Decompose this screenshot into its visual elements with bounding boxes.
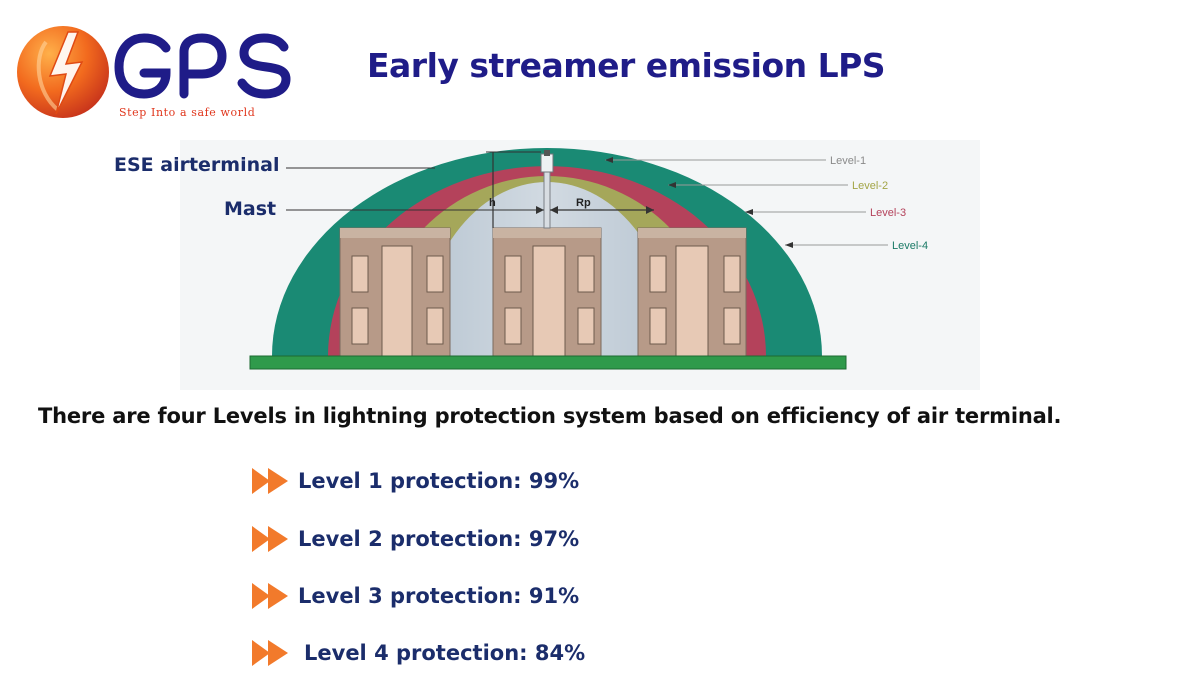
building-left xyxy=(339,227,451,357)
logo-tagline: Step Into a safe world xyxy=(119,106,256,119)
gps-logo: Step Into a safe world xyxy=(16,22,306,122)
level3-label: Level-3 xyxy=(870,207,906,219)
double-chevron-icon xyxy=(252,526,288,552)
ese-airterminal-label: ESE airterminal xyxy=(114,154,280,176)
ese-airterminal xyxy=(540,153,554,173)
level2-label: Level-2 xyxy=(852,180,888,192)
page-title: Early streamer emission LPS xyxy=(367,46,886,85)
level-item: Level 1 protection: 99% xyxy=(250,463,579,499)
mast-label: Mast xyxy=(224,198,277,220)
level-item: Level 4 protection: 84% xyxy=(250,635,585,671)
building-right xyxy=(637,227,747,357)
h-label: h xyxy=(489,197,496,209)
level-item-label: Level 2 protection: 97% xyxy=(298,527,580,551)
level-item: Level 2 protection: 97% xyxy=(250,521,579,557)
mast xyxy=(543,169,551,229)
double-chevron-icon xyxy=(252,468,288,494)
lightning-sphere-icon xyxy=(17,26,291,118)
level-item-label: Level 1 protection: 99% xyxy=(298,469,580,493)
level4-label: Level-4 xyxy=(892,240,928,252)
double-chevron-icon xyxy=(252,640,288,666)
building-center xyxy=(492,227,602,357)
ground xyxy=(249,355,847,370)
level1-label: Level-1 xyxy=(830,155,866,167)
double-chevron-icon xyxy=(252,583,288,609)
level-item: Level 3 protection: 91% xyxy=(250,578,579,614)
level-item-label: Level 4 protection: 84% xyxy=(304,641,586,665)
level-item-label: Level 3 protection: 91% xyxy=(298,584,580,608)
ese-protection-diagram: h Rp Level-1 Level-2 Level-3 Level-4 ESE… xyxy=(0,130,1000,400)
lead-text: There are four Levels in lightning prote… xyxy=(38,404,1062,428)
rp-label: Rp xyxy=(576,197,591,209)
